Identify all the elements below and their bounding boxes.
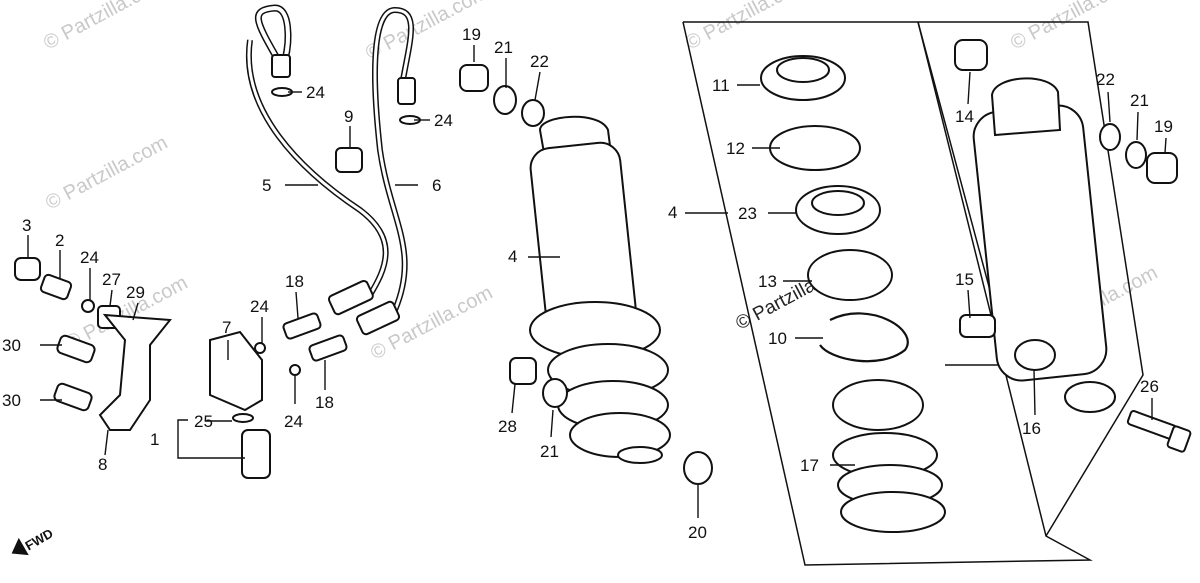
callout-15: 15 bbox=[955, 270, 974, 289]
callout-6: 6 bbox=[432, 176, 441, 195]
callout-13: 13 bbox=[758, 272, 777, 291]
callout-4: 4 bbox=[508, 247, 517, 266]
fwd-arrow-icon bbox=[11, 537, 29, 556]
leader-lines bbox=[27, 45, 1167, 518]
callout-2: 2 bbox=[55, 231, 64, 250]
callout-18: 18 bbox=[285, 272, 304, 291]
small-parts-left bbox=[14, 87, 421, 479]
callout-22: 22 bbox=[530, 52, 549, 71]
callout-24: 24 bbox=[80, 248, 99, 267]
shock-components-exploded bbox=[760, 55, 946, 533]
callout-21: 21 bbox=[1130, 91, 1149, 110]
callout-17: 17 bbox=[800, 456, 819, 475]
callout-28: 28 bbox=[498, 417, 517, 436]
callout-23: 23 bbox=[738, 204, 757, 223]
hose-6 bbox=[355, 6, 416, 336]
fwd-indicator: FWD bbox=[11, 525, 56, 556]
watermark: © Partzilla.com bbox=[1007, 0, 1136, 54]
callout-24: 24 bbox=[250, 297, 269, 316]
watermark: © Partzilla.com bbox=[42, 132, 171, 215]
callout-18: 18 bbox=[315, 393, 334, 412]
callout-24: 24 bbox=[434, 111, 453, 130]
callout-12: 12 bbox=[726, 139, 745, 158]
callout-10: 10 bbox=[768, 329, 787, 348]
watermark: © Partzilla.com bbox=[682, 0, 811, 54]
callout-30: 30 bbox=[2, 391, 21, 410]
callout-21: 21 bbox=[494, 38, 513, 57]
callout-9: 9 bbox=[344, 107, 353, 126]
callout-29: 29 bbox=[126, 283, 145, 302]
callout-20: 20 bbox=[688, 523, 707, 542]
callout-7: 7 bbox=[222, 318, 231, 337]
callout-labels: 1 2 3 4 4 5 6 7 8 9 10 11 12 13 14 15 16… bbox=[2, 25, 1173, 542]
callout-5: 5 bbox=[262, 176, 271, 195]
watermark: © Partzilla.com bbox=[40, 0, 169, 54]
callout-3: 3 bbox=[22, 216, 31, 235]
callout-11: 11 bbox=[712, 76, 730, 95]
callout-24: 24 bbox=[306, 83, 325, 102]
callout-25: 25 bbox=[194, 412, 213, 431]
shock-body-exploded bbox=[954, 39, 1192, 453]
callout-30: 30 bbox=[2, 336, 21, 355]
shock-absorber-main bbox=[459, 64, 713, 485]
callout-27: 27 bbox=[102, 270, 121, 289]
callout-4: 4 bbox=[668, 203, 677, 222]
callout-24: 24 bbox=[284, 412, 303, 431]
callout-16: 16 bbox=[1022, 419, 1041, 438]
callout-8: 8 bbox=[98, 455, 107, 474]
callout-22: 22 bbox=[1096, 70, 1115, 89]
fwd-label: FWD bbox=[22, 525, 55, 553]
hose-5 bbox=[245, 4, 389, 316]
callout-21: 21 bbox=[540, 442, 559, 461]
callout-1: 1 bbox=[150, 430, 159, 449]
callout-26: 26 bbox=[1140, 377, 1159, 396]
callout-19: 19 bbox=[1154, 117, 1173, 136]
callout-19: 19 bbox=[462, 25, 481, 44]
callout-14: 14 bbox=[955, 107, 974, 126]
